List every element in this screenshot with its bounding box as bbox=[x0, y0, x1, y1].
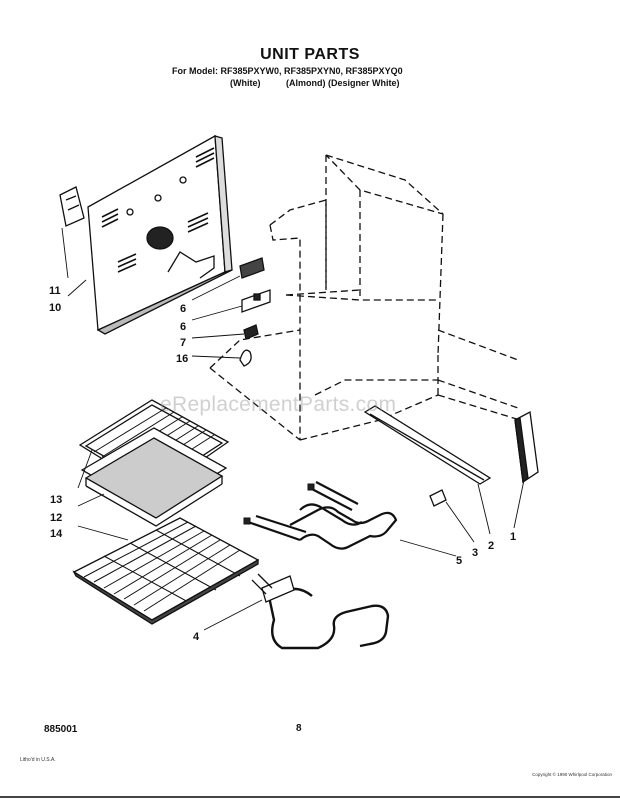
terminal-clip bbox=[429, 489, 447, 507]
bottom-rule bbox=[0, 796, 620, 798]
bake-element bbox=[243, 481, 398, 550]
callout-2: 2 bbox=[488, 540, 494, 552]
callout-4: 4 bbox=[193, 631, 200, 643]
support-rail bbox=[363, 405, 492, 485]
broil-element bbox=[251, 573, 390, 650]
insulator-block bbox=[241, 289, 271, 313]
page-number: 8 bbox=[296, 723, 302, 734]
callout-5: 5 bbox=[456, 555, 462, 567]
leader-lines bbox=[61, 227, 525, 631]
oven-back-panel bbox=[87, 134, 233, 335]
callout-12: 12 bbox=[50, 512, 62, 524]
mounting-clip bbox=[59, 186, 85, 227]
callout-6b: 6 bbox=[180, 321, 186, 333]
callout-13: 13 bbox=[50, 494, 62, 506]
callout-11: 11 bbox=[49, 285, 61, 297]
color-designer-white: (Designer White) bbox=[328, 78, 400, 88]
broiler-pan bbox=[80, 427, 228, 527]
grommet bbox=[239, 349, 252, 367]
callout-numbers: 11 10 6 6 7 16 13 12 14 4 5 3 2 1 bbox=[49, 285, 516, 643]
terminal-block bbox=[239, 257, 265, 279]
callout-7: 7 bbox=[180, 337, 186, 349]
side-bracket bbox=[514, 410, 539, 484]
page-title: UNIT PARTS bbox=[260, 46, 360, 63]
oven-rack bbox=[72, 517, 260, 625]
document-code: 885001 bbox=[44, 724, 78, 735]
color-white: (White) bbox=[230, 78, 261, 88]
callout-10: 10 bbox=[49, 302, 61, 314]
callout-6a: 6 bbox=[180, 303, 186, 315]
wire-connector bbox=[243, 324, 259, 340]
callout-1: 1 bbox=[510, 531, 516, 543]
callout-16: 16 bbox=[176, 353, 188, 365]
callout-14: 14 bbox=[50, 528, 63, 540]
color-almond: (Almond) bbox=[286, 78, 326, 88]
fine-print-right: Copyright © 1990 Whirlpool Corporation bbox=[532, 772, 612, 777]
model-numbers: For Model: RF385PXYW0, RF385PXYN0, RF385… bbox=[172, 66, 403, 76]
watermark: eReplacementParts.com bbox=[160, 393, 397, 416]
fine-print-left: Litho'd in U.S.A. bbox=[20, 757, 56, 763]
callout-3: 3 bbox=[472, 547, 478, 559]
